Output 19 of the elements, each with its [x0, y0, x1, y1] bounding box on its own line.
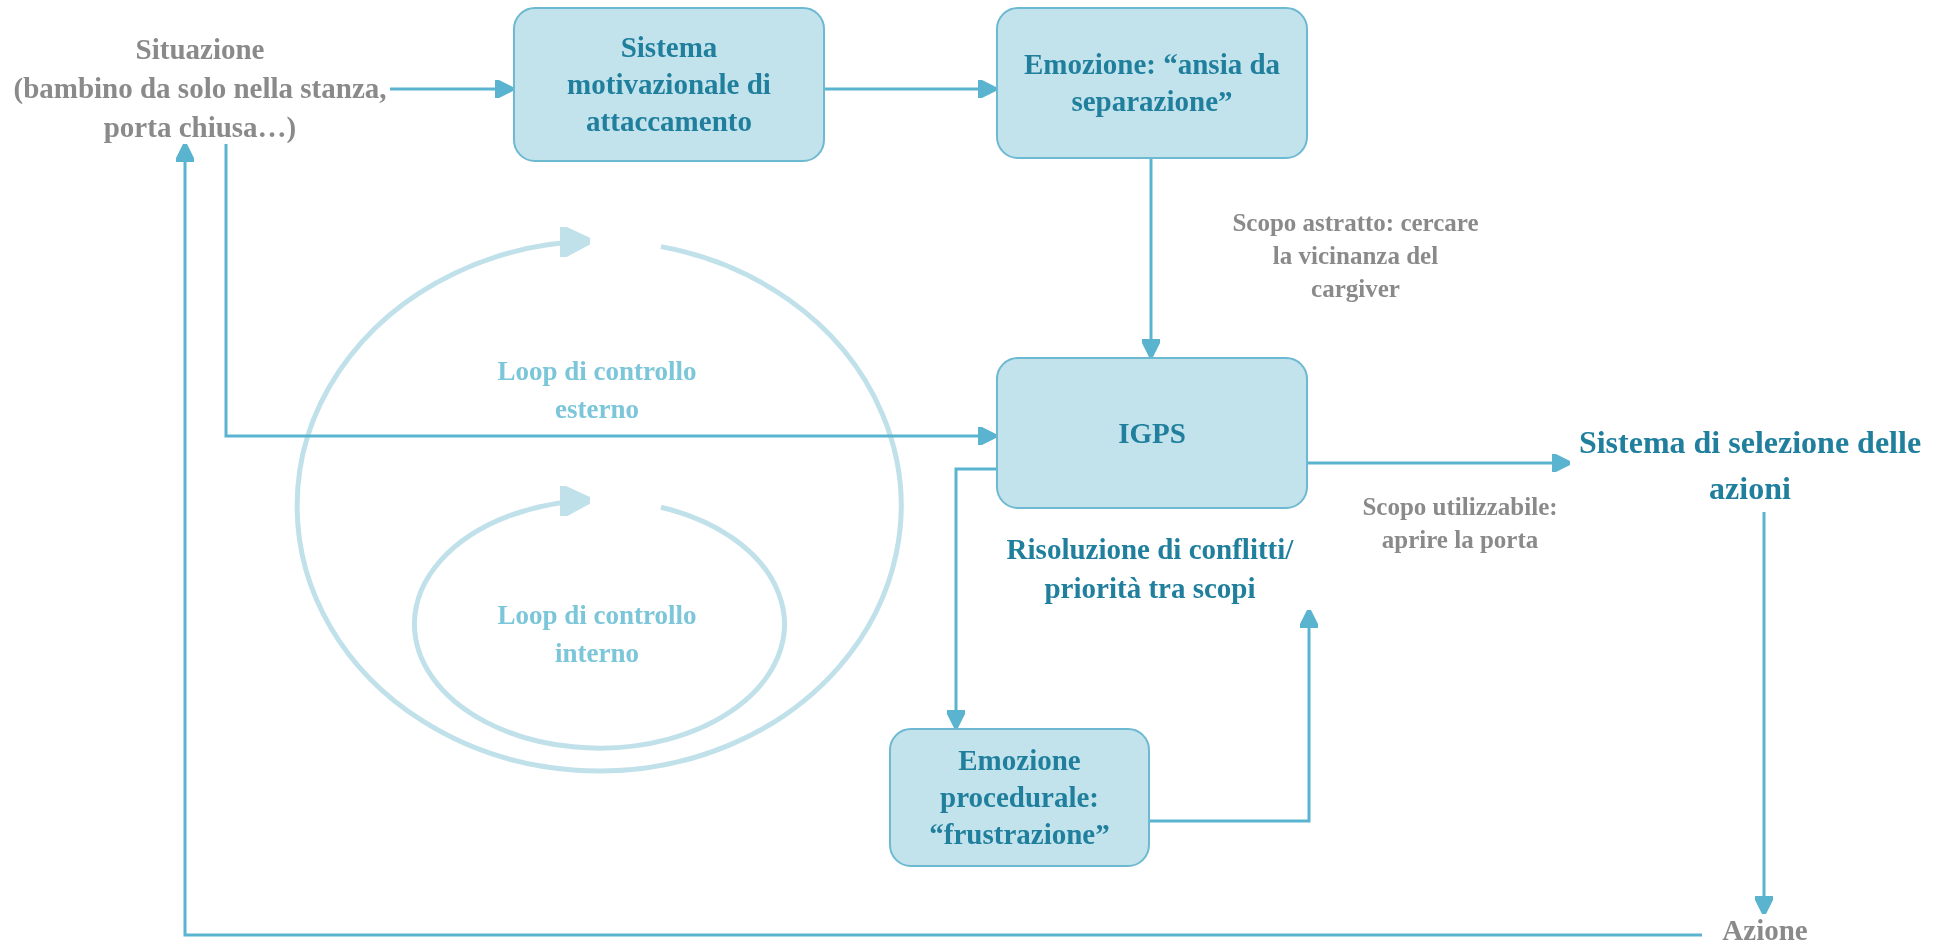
arrow: [825, 78, 998, 100]
arrow: [1140, 159, 1162, 359]
loop-label: Loop di controllo esterno: [496, 355, 698, 426]
arrow: [174, 142, 1702, 937]
arrow: [390, 78, 515, 100]
arrow: [1150, 608, 1320, 823]
process-box: IGPS: [996, 357, 1308, 509]
heading-text: Situazione: [135, 31, 265, 67]
arrow: [945, 467, 996, 730]
arrow: [1308, 452, 1572, 474]
process-box: Emozione procedurale: “frustrazione”: [889, 728, 1150, 867]
output-text: Azione: [1702, 914, 1828, 946]
loop-label: Loop di controllo interno: [496, 599, 698, 670]
process-box: Emozione: “ansia da separazione”: [996, 7, 1308, 159]
arrow: [1753, 512, 1775, 916]
note-text: Risoluzione di conflitti/ priorità tra scopi: [975, 528, 1325, 610]
description-text: (bambino da solo nella stanza, porta chiusa…): [12, 70, 388, 145]
arrow: [224, 144, 998, 447]
process-box: Sistema motivazionale di attaccamento: [513, 7, 825, 162]
